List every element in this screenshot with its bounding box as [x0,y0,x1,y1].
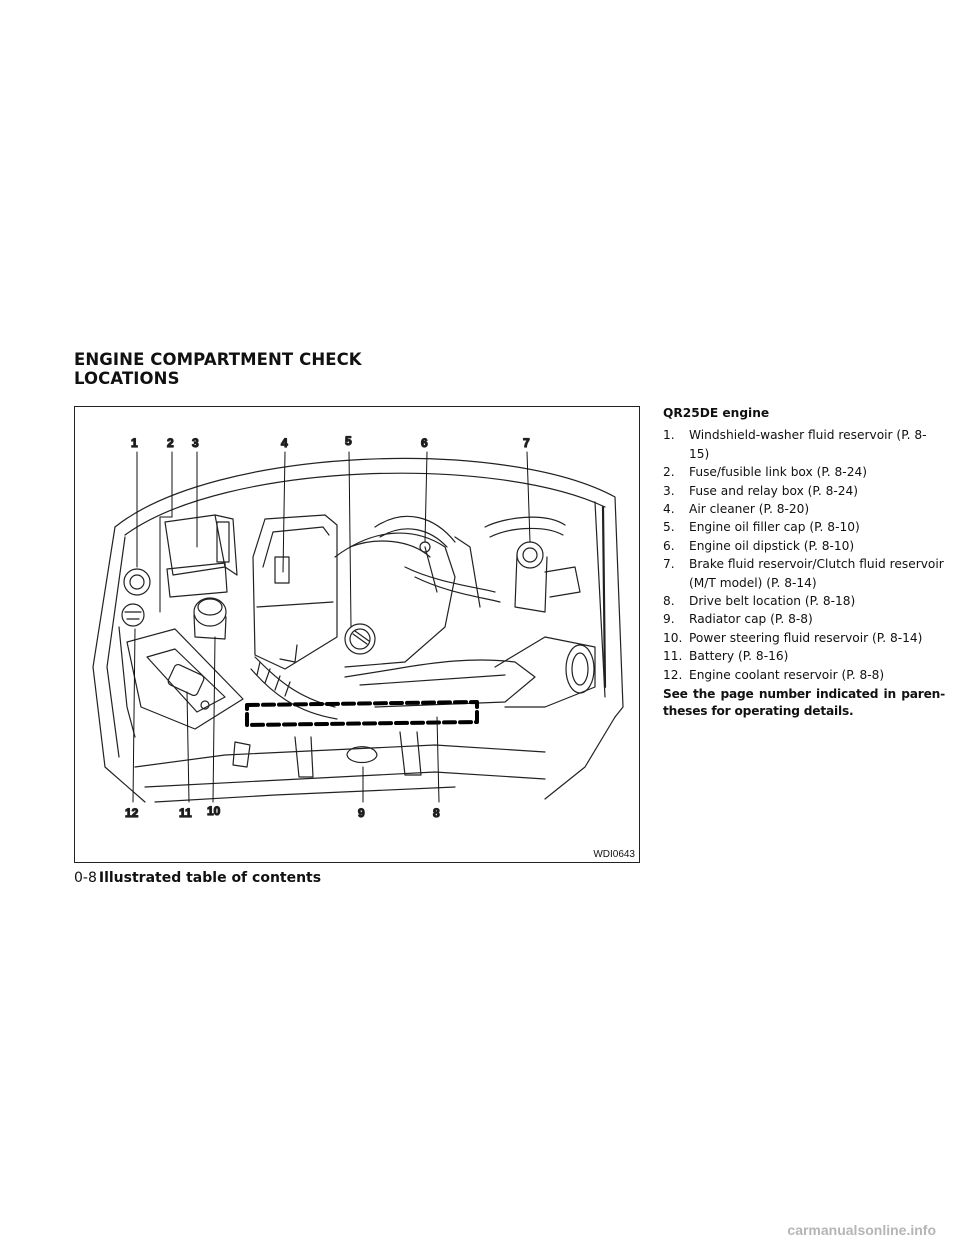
page-number: 0-8 [74,870,97,886]
callout-8: 8 [433,806,440,820]
list-item: 8. Drive belt location (P. 8-18) [663,592,945,610]
list-item: 11. Battery (P. 8-16) [663,647,945,665]
section-title-line-2: LOCATIONS [74,369,180,388]
callout-6: 6 [421,436,428,450]
item-text: Brake fluid reservoir/Clutch fluid reser… [689,557,944,590]
list-item: 4. Air cleaner (P. 8-20) [663,500,945,518]
list-item: 9. Radiator cap (P. 8-8) [663,610,945,628]
drive-belt-dashed-outline [245,700,479,727]
legend-column: QR25DE engine 1. Windshield-washer fluid … [663,404,945,720]
list-item: 2. Fuse/fusible link box (P. 8-24) [663,463,945,481]
callout-2: 2 [167,436,174,450]
item-number: 11. [663,649,683,664]
radiator-cap-shape [346,746,378,764]
engine-illustration-svg: 1 2 3 4 5 6 7 8 9 10 11 12 [92,433,624,821]
engine-name: QR25DE engine [663,406,770,420]
list-item: 1. Windshield-washer fluid reservoir (P. … [663,426,945,463]
item-number: 1. [663,428,675,443]
engine-compartment-illustration: 1 2 3 4 5 6 7 8 9 10 11 12 WDI0643 [74,406,640,863]
list-item: 3. Fuse and relay box (P. 8-24) [663,482,945,500]
list-item: 5. Engine oil filler cap (P. 8-10) [663,518,945,536]
callout-11: 11 [179,806,192,820]
brake-fluid-cap-shape [516,541,544,569]
callout-10: 10 [207,804,221,818]
callout-12: 12 [125,806,139,820]
item-number: 5. [663,520,675,535]
callout-3: 3 [192,436,199,450]
list-item: 7. Brake fluid reservoir/Clutch fluid res… [663,555,945,592]
callout-7: 7 [523,436,530,450]
item-text: Power steering fluid reservoir (P. 8-14) [689,630,923,645]
item-list: 1. Windshield-washer fluid reservoir (P. … [663,426,945,684]
item-number: 10. [663,630,683,645]
item-text: Engine coolant reservoir (P. 8-8) [689,667,885,682]
operating-details-note: See the page number indicated in paren-t… [663,687,945,719]
item-number: 12. [663,667,683,682]
item-number: 9. [663,612,675,627]
item-text: Engine oil dipstick (P. 8-10) [689,538,855,553]
callout-5: 5 [345,434,352,448]
air-cleaner-outline [252,514,338,670]
item-text: Engine oil filler cap (P. 8-10) [689,520,860,535]
footer-section-name: Illustrated table of contents [98,870,322,886]
list-item: 6. Engine oil dipstick (P. 8-10) [663,537,945,555]
item-text: Fuse and relay box (P. 8-24) [689,483,859,498]
item-text: Battery (P. 8-16) [689,649,789,664]
item-number: 3. [663,483,675,498]
callout-9: 9 [358,806,365,820]
figure-code: WDI0643 [593,849,635,860]
item-number: 4. [663,502,675,517]
item-text: Drive belt location (P. 8-18) [689,594,856,609]
item-number: 7. [663,557,675,572]
hood-outline [114,457,624,718]
item-text: Air cleaner (P. 8-20) [689,502,810,517]
item-text: Windshield-washer fluid reservoir (P. 8-… [689,428,927,461]
callout-4: 4 [281,436,288,450]
list-item: 12. Engine coolant reservoir (P. 8-8) [663,666,945,684]
item-number: 8. [663,594,675,609]
section-title-line-1: ENGINE COMPARTMENT CHECK [74,350,362,369]
section-title: ENGINE COMPARTMENT CHECK LOCATIONS [74,350,474,388]
callout-1: 1 [131,436,138,450]
oil-filler-cap-shape [344,623,376,655]
battery-outline [126,628,244,730]
item-text: Radiator cap (P. 8-8) [689,612,813,627]
watermark: carmanualsonline.info [787,1222,936,1238]
list-item: 10. Power steering fluid reservoir (P. 8-… [663,629,945,647]
item-text: Fuse/fusible link box (P. 8-24) [689,465,867,480]
item-number: 2. [663,465,675,480]
hood-inner [124,472,606,536]
item-number: 6. [663,538,675,553]
